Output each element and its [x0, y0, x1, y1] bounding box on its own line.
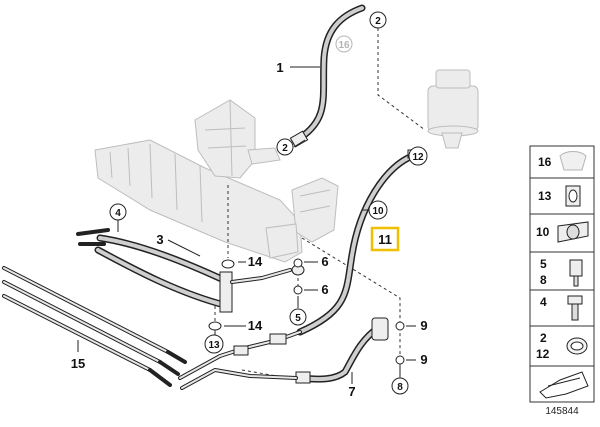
callout-15[interactable]: 15: [71, 356, 85, 371]
legend-10-label: 10: [536, 225, 550, 239]
callout-16-label: 16: [338, 40, 350, 51]
cooler-15: [2, 266, 187, 387]
callout-14-top-label: 14: [248, 254, 263, 269]
callout-2-mid[interactable]: 2: [276, 138, 294, 156]
diagram-number: 145844: [545, 406, 579, 417]
callout-9-bottom[interactable]: 9: [420, 352, 427, 367]
callout-9-top[interactable]: 9: [420, 318, 427, 333]
callout-2-mid-label: 2: [282, 143, 288, 154]
callout-14-bottom[interactable]: 14: [248, 318, 263, 333]
callout-7[interactable]: 7: [348, 384, 355, 399]
callout-4-label: 4: [115, 208, 121, 219]
legend-row-16[interactable]: 16: [538, 151, 587, 171]
callout-11-label: 11: [378, 232, 392, 247]
leader-lines: [77, 66, 416, 384]
legend-13-label: 13: [538, 189, 552, 203]
callout-11-highlighted[interactable]: 11: [370, 226, 400, 252]
callout-3-label: 3: [156, 232, 163, 247]
hose-1: [289, 4, 366, 148]
callout-5[interactable]: 5: [289, 308, 307, 326]
callout-2-top[interactable]: 2: [369, 11, 387, 29]
callout-5-label: 5: [295, 313, 301, 324]
legend-5-label: 5: [540, 257, 547, 271]
steering-rack-ghost: [94, 99, 339, 263]
callout-3[interactable]: 3: [156, 232, 163, 247]
hose-10: [178, 154, 412, 380]
hose-7: [180, 317, 389, 390]
callout-14-bottom-label: 14: [248, 318, 263, 333]
callout-6-top-label: 6: [321, 254, 328, 269]
legend-2-label: 2: [540, 331, 547, 345]
callout-6-top[interactable]: 6: [321, 254, 328, 269]
callout-10-label: 10: [372, 206, 384, 217]
legend-row-10[interactable]: 10: [536, 221, 589, 243]
legend-16-label: 16: [538, 155, 552, 169]
legend-8-label: 8: [540, 273, 547, 287]
callout-15-label: 15: [71, 356, 85, 371]
callout-6-bottom[interactable]: 6: [321, 282, 328, 297]
legend-4-label: 4: [540, 295, 547, 309]
legend-row-13[interactable]: 13: [538, 185, 581, 207]
callout-9-bottom-label: 9: [420, 352, 427, 367]
legend-12-label: 12: [536, 347, 550, 361]
legend-row-5-8[interactable]: 5 8: [540, 257, 583, 287]
legend-row-4[interactable]: 4: [540, 295, 583, 321]
callout-14-top[interactable]: 14: [248, 254, 263, 269]
callout-12[interactable]: 12: [408, 146, 428, 166]
callout-8[interactable]: 8: [391, 377, 409, 395]
callout-12-label: 12: [412, 152, 424, 163]
callout-13-label: 13: [208, 340, 220, 351]
legend-row-2-12[interactable]: 2 12: [536, 331, 588, 361]
callout-7-label: 7: [348, 384, 355, 399]
hose-3: [76, 228, 305, 313]
legend-arrow-icon: [539, 371, 589, 399]
callout-1[interactable]: 1: [276, 60, 283, 75]
callout-6-bottom-label: 6: [321, 282, 328, 297]
callout-4[interactable]: 4: [109, 203, 127, 221]
callout-10[interactable]: 10: [368, 200, 388, 220]
parts-legend-panel: 16 13 10 5 8 4 2 12: [529, 145, 595, 403]
callout-13[interactable]: 13: [204, 334, 224, 354]
reservoir-ghost: [427, 69, 479, 149]
callout-8-label: 8: [397, 382, 403, 393]
callout-2-top-label: 2: [375, 16, 381, 27]
callout-1-label: 1: [276, 60, 283, 75]
callout-9-top-label: 9: [420, 318, 427, 333]
callout-16-ghost[interactable]: 16: [335, 35, 353, 53]
